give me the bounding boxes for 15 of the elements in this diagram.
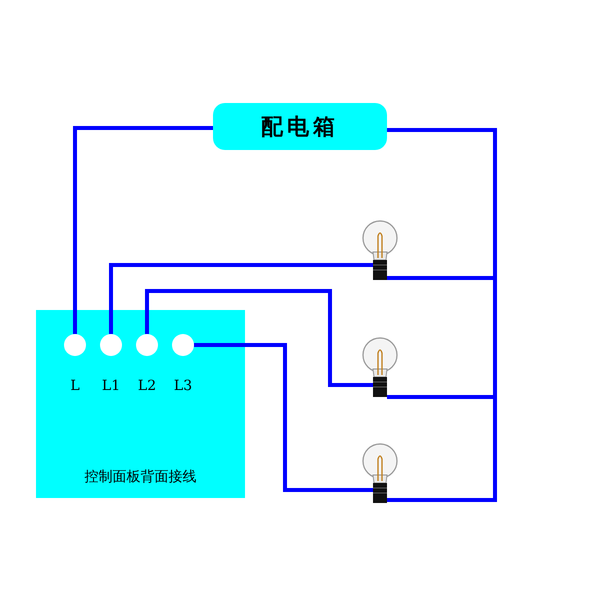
wire: [194, 343, 373, 492]
light-bulb-drawing: [360, 218, 400, 282]
control-panel: [36, 310, 245, 498]
light-bulb-drawing: [360, 441, 400, 505]
terminal-label: L1: [100, 378, 122, 394]
wire: [73, 126, 213, 334]
terminal-label: L: [69, 378, 81, 394]
terminal-label: L2: [136, 378, 158, 394]
panel-title: 控制面板背面接线: [84, 468, 198, 486]
light-bulb-drawing: [360, 335, 400, 399]
wire: [145, 289, 373, 387]
distribution-box: 配电箱: [213, 103, 387, 150]
wire: [387, 128, 497, 502]
wire: [109, 263, 373, 334]
terminal-label: L3: [172, 378, 194, 394]
